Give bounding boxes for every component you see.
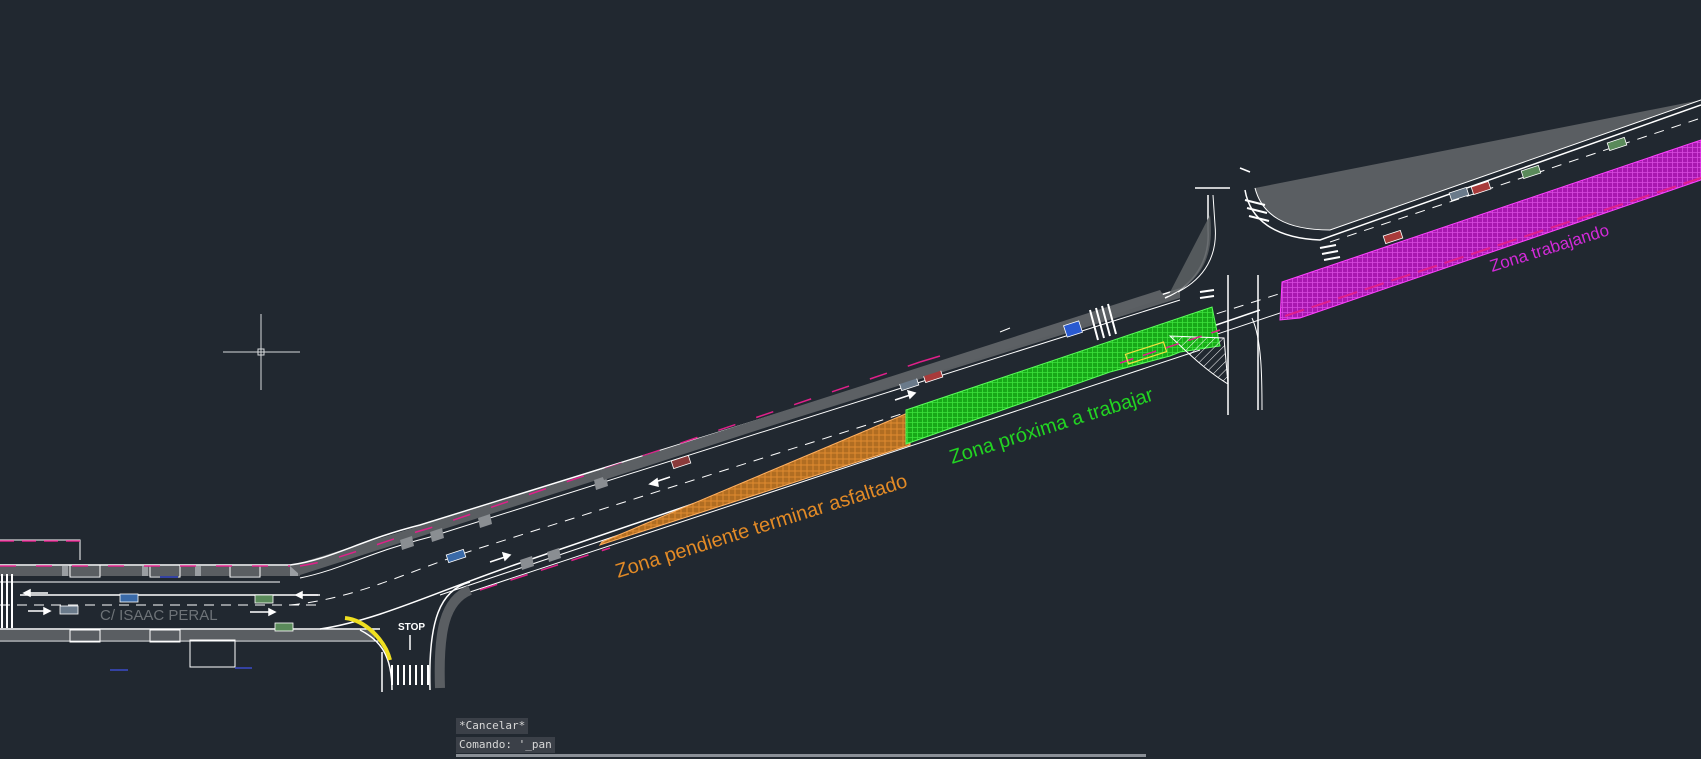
stop-marking: STOP [398, 622, 425, 633]
parking-sign-icon [1063, 320, 1083, 338]
street-label: C/ ISAAC PERAL [100, 607, 218, 624]
side-street: STOP [344, 581, 473, 692]
command-bar-edge [456, 754, 1146, 757]
left-street [0, 539, 380, 671]
zone-pending-area [598, 411, 911, 546]
zone-next-area [905, 306, 1221, 445]
zone-working-area [1279, 139, 1701, 321]
command-input[interactable]: Comando: '_pan [456, 737, 555, 753]
crosshair-cursor-icon [223, 314, 300, 390]
command-history: *Cancelar* [456, 718, 529, 734]
intersection [1063, 99, 1701, 415]
main-road [289, 159, 1701, 630]
